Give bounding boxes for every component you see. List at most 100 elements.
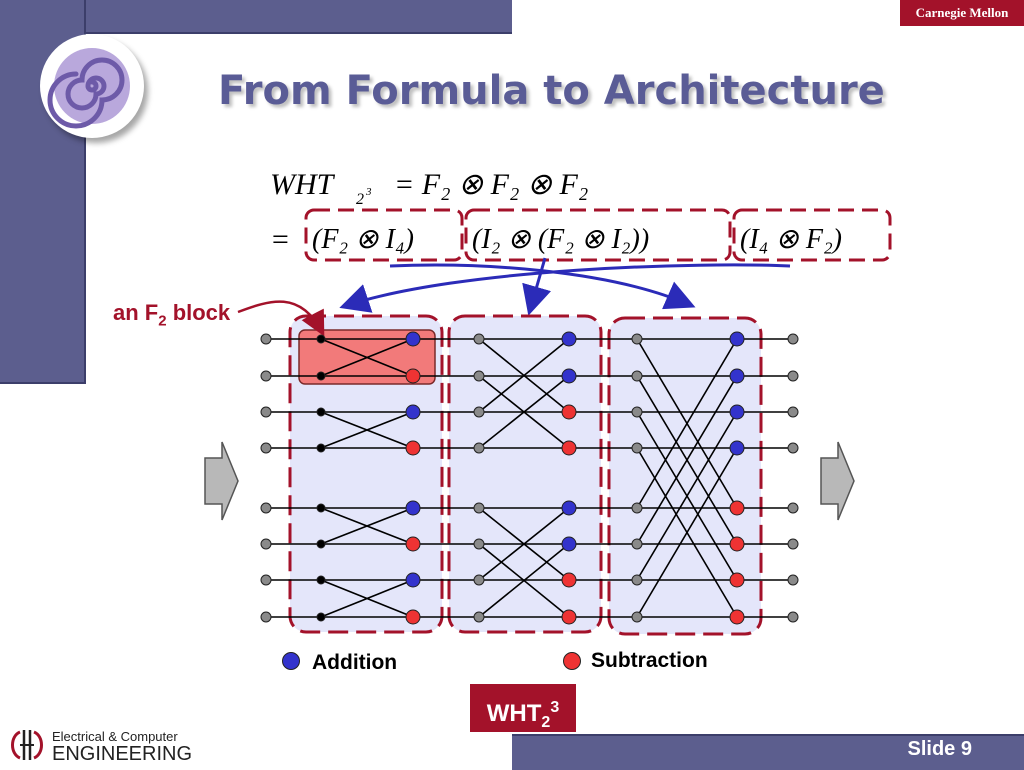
output-node (787, 574, 799, 586)
junction-node (316, 407, 326, 417)
addition-node (405, 500, 421, 516)
arrow-group2-to-stage2 (522, 257, 552, 316)
junction-node (473, 406, 485, 418)
butterfly-cross (478, 507, 570, 581)
input-node (260, 574, 272, 586)
subtraction-legend-label: Subtraction (591, 649, 708, 672)
input-node (260, 370, 272, 382)
formula-group2-box (464, 208, 732, 262)
output-node (787, 538, 799, 550)
butterfly-cross (320, 579, 414, 618)
junction-node (473, 370, 485, 382)
junction-node (473, 611, 485, 623)
addition-node (405, 572, 421, 588)
junction-node (631, 370, 643, 382)
addition-node (561, 500, 577, 516)
output-node (787, 406, 799, 418)
butterfly-cross (320, 411, 414, 449)
formula-lhs-superscript: 3 (365, 186, 372, 198)
junction-node (631, 574, 643, 586)
butterfly-cross (320, 338, 414, 377)
input-node (260, 502, 272, 514)
junction-node (316, 539, 326, 549)
slide-number: Slide 9 (907, 738, 972, 760)
addition-legend-dot (282, 652, 300, 670)
subtraction-node (729, 609, 745, 625)
junction-node (631, 333, 643, 345)
butterfly-cross (636, 411, 738, 581)
formula-group2: (I₂ ⊗ (F₂ ⊗ I₂)) (472, 224, 649, 255)
formula-equals: = (270, 223, 290, 256)
input-node (260, 406, 272, 418)
butterfly-cross (478, 543, 570, 618)
junction-node (473, 502, 485, 514)
subtraction-node (729, 536, 745, 552)
input-arrow-icon (204, 441, 239, 521)
output-node (787, 611, 799, 623)
junction-node (473, 442, 485, 454)
output-node (787, 370, 799, 382)
addition-node (729, 440, 745, 456)
butterfly-cross (636, 338, 738, 509)
output-node (787, 442, 799, 454)
butterfly-wires (266, 338, 793, 618)
f2-block-label: an F2 block (113, 300, 231, 330)
output-node (787, 333, 799, 345)
junction-node (473, 538, 485, 550)
junction-node (473, 333, 485, 345)
subtraction-node (729, 572, 745, 588)
formula-rhs: = F₂ ⊗ F₂ ⊗ F₂ (394, 168, 588, 201)
subtraction-node (405, 440, 421, 456)
input-node (260, 333, 272, 345)
stage1-box (288, 314, 444, 634)
input-node (260, 611, 272, 623)
subtraction-node (405, 536, 421, 552)
formula-lhs-subscript: 2 (356, 191, 364, 208)
subtraction-node (729, 500, 745, 516)
junction-node (631, 611, 643, 623)
formula-group3-box (732, 208, 892, 262)
addition-node (561, 331, 577, 347)
spiral-logo-icon (40, 34, 144, 138)
bottom-bar (512, 734, 1024, 770)
addition-node (561, 536, 577, 552)
formula-lhs: WHT (270, 168, 336, 201)
ece-line1: Electrical & Computer (52, 729, 178, 744)
wht-caption: WHT23 (470, 684, 576, 732)
addition-node (729, 368, 745, 384)
subtraction-node (561, 440, 577, 456)
junction-node (316, 503, 326, 513)
subtraction-node (561, 572, 577, 588)
junction-node (631, 442, 643, 454)
butterfly-cross (636, 375, 738, 545)
formula-group1: (F₂ ⊗ I₄) (312, 224, 414, 255)
butterfly-nodes (260, 331, 799, 625)
subtraction-node (405, 368, 421, 384)
stage2-box (447, 314, 603, 634)
subtraction-legend-dot (563, 652, 581, 670)
ece-line2: ENGINEERING (52, 743, 192, 764)
butterfly-cross (478, 338, 570, 413)
junction-node (316, 575, 326, 585)
junction-node (316, 371, 326, 381)
arrow-group1-to-stage3 (389, 263, 696, 310)
butterfly-cross (320, 507, 414, 545)
junction-node (631, 406, 643, 418)
university-label: Carnegie Mellon (900, 0, 1024, 26)
butterfly-cross (636, 447, 738, 618)
subtraction-node (405, 609, 421, 625)
f2-block-pointer (237, 300, 325, 337)
arrow-group3-to-stage1 (339, 263, 791, 313)
output-node (787, 502, 799, 514)
formula-group3: (I₄ ⊗ F₂) (740, 224, 842, 255)
addition-node (405, 331, 421, 347)
ece-logo: Electrical & Computer ENGINEERING (6, 726, 202, 765)
junction-node (473, 574, 485, 586)
subtraction-node (561, 404, 577, 420)
junction-node (631, 538, 643, 550)
output-arrow-icon (820, 441, 855, 521)
addition-node (405, 404, 421, 420)
formula-group1-box (304, 208, 464, 262)
addition-legend-label: Addition (312, 651, 398, 674)
